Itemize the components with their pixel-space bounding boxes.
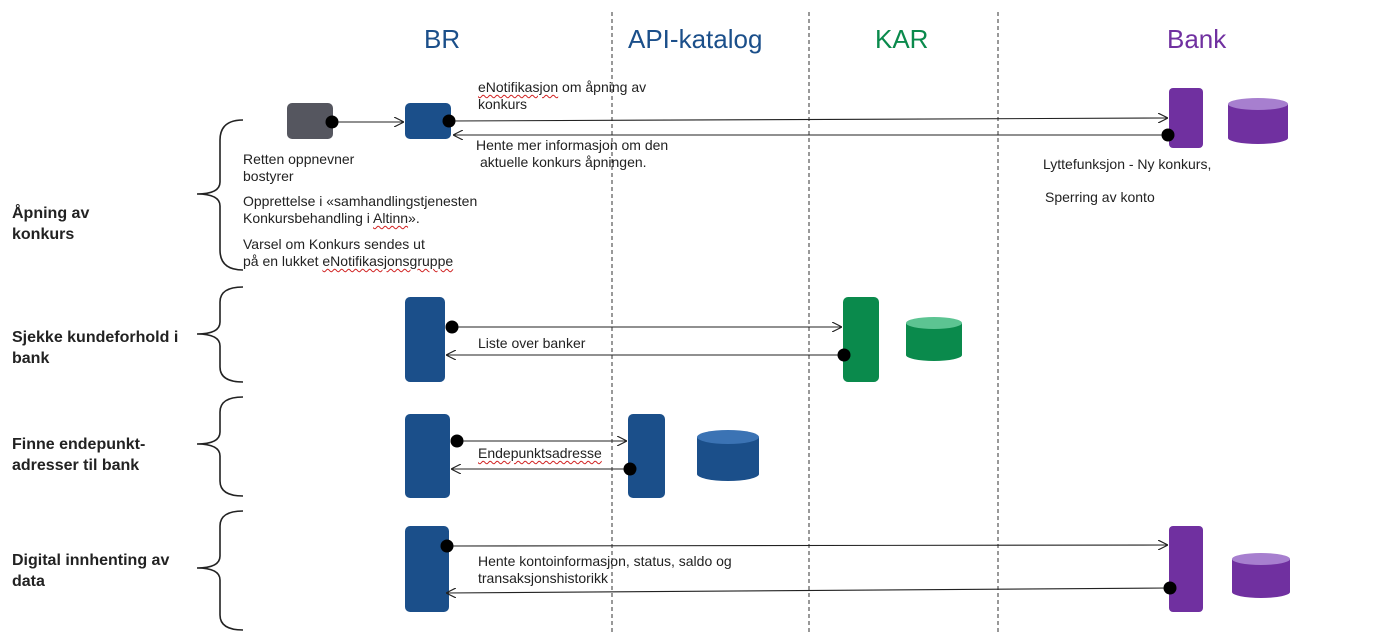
message-origin-dot xyxy=(445,320,459,334)
phase-brace xyxy=(196,286,244,383)
lane-header-api-katalog: API-katalog xyxy=(628,24,763,54)
message-origin-dot xyxy=(440,539,454,553)
lane-header-bank: Bank xyxy=(1167,24,1227,54)
message-arrow xyxy=(446,545,1168,546)
bank-database-icon xyxy=(1228,98,1288,144)
api-activation xyxy=(628,414,665,498)
phase-label-digital: Digital innhenting av data xyxy=(12,552,170,590)
bank-database-icon xyxy=(1232,553,1290,598)
message-origin-dot xyxy=(623,462,637,476)
br-activation xyxy=(405,103,451,139)
message-origin-dot xyxy=(450,434,464,448)
message-origin-dot xyxy=(1161,128,1175,142)
message-origin-dot xyxy=(1163,581,1177,595)
lane-header-kar: KAR xyxy=(875,24,929,54)
message-origin-dot xyxy=(442,114,456,128)
api-database-icon xyxy=(697,430,759,481)
phase-brace xyxy=(196,510,244,631)
phase-brace xyxy=(196,119,244,271)
kar-activation xyxy=(843,297,879,382)
message-arrow xyxy=(448,118,1168,121)
court-activation xyxy=(287,103,333,139)
phase-label-finne: Finne endepunkt-adresser til bank xyxy=(12,436,146,474)
message-arrow xyxy=(446,587,1170,593)
br-activation xyxy=(405,414,450,498)
br-activation xyxy=(405,297,445,382)
phase-brace xyxy=(196,396,244,497)
message-label-liste: Liste over banker xyxy=(478,335,586,351)
phase-label-apning: Åpning av konkurs xyxy=(12,205,90,243)
kar-database-icon xyxy=(906,317,962,361)
bank-activation xyxy=(1169,526,1203,612)
note-lyttefunksjon: Lyttefunksjon - Ny konkurs, xyxy=(1043,156,1212,172)
message-label-kontoinfo: Hente kontoinformasjon, status, saldo og… xyxy=(478,553,732,586)
note-sperring: Sperring av konto xyxy=(1045,189,1155,205)
lane-header-br: BR xyxy=(424,24,461,54)
message-origin-dot xyxy=(837,348,851,362)
bank-activation xyxy=(1169,88,1203,148)
message-origin-dot xyxy=(325,115,339,129)
message-label-endepunkt: Endepunktsadresse xyxy=(478,445,602,461)
phase-label-sjekke: Sjekke kundeforhold i bank xyxy=(12,329,179,367)
br-activation xyxy=(405,526,449,612)
